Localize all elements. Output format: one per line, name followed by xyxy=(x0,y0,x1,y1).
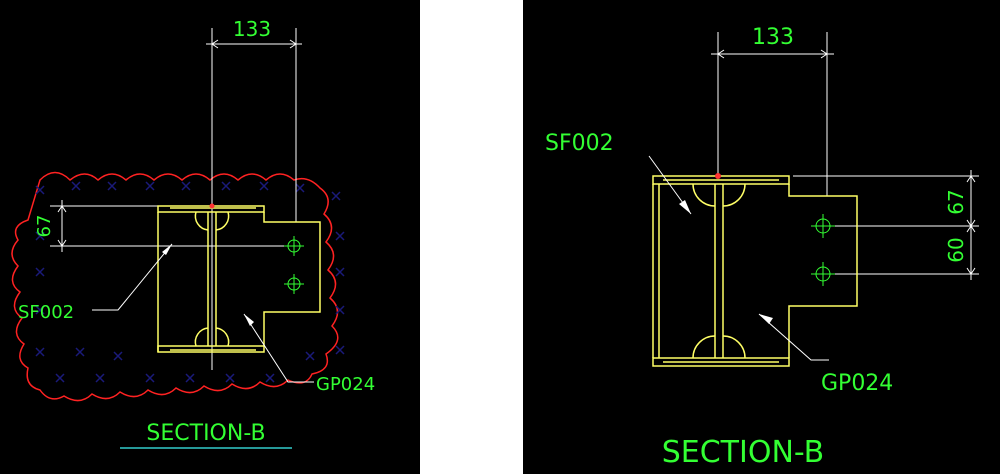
member-label: SF002 xyxy=(545,131,614,156)
leader-lines xyxy=(648,155,829,361)
bolt-marks xyxy=(284,236,304,294)
plate-label: GP024 xyxy=(821,371,893,396)
leader-arrow xyxy=(679,200,691,214)
left-drawing-canvas: 133 67 xyxy=(11,17,375,449)
cross-mark xyxy=(331,191,341,201)
plate-label: GP024 xyxy=(316,374,375,395)
revision-cloud xyxy=(11,171,339,402)
cross-mark xyxy=(335,267,345,277)
cross-mark xyxy=(35,185,45,195)
dimension-side-value: 67 xyxy=(34,215,55,238)
cross-mark xyxy=(335,345,345,355)
leader-arrow xyxy=(162,244,172,255)
dimension-side-upper-value: 67 xyxy=(944,189,968,214)
cross-mark xyxy=(335,231,345,241)
dimension-top-value: 133 xyxy=(233,17,271,41)
dimension-side xyxy=(50,200,300,252)
reference-point xyxy=(209,203,215,209)
dimension-top xyxy=(206,28,302,370)
steel-section xyxy=(157,205,321,353)
leader-arrow xyxy=(244,314,254,326)
dimension-top xyxy=(711,32,834,196)
cross-mark xyxy=(305,351,315,361)
dimension-side-lower-value: 60 xyxy=(944,237,968,262)
cross-mark xyxy=(259,181,269,191)
cross-mark xyxy=(145,181,155,191)
cross-mark xyxy=(35,305,45,315)
cross-mark xyxy=(221,181,231,191)
leader-arrow xyxy=(759,314,773,324)
cross-mark xyxy=(35,347,45,357)
left-section-view: 133 67 xyxy=(0,0,420,474)
leader-lines xyxy=(92,243,314,383)
member-label: SF002 xyxy=(18,302,74,323)
section-title: SECTION-B xyxy=(662,435,825,470)
cross-mark xyxy=(71,181,81,191)
right-drawing-canvas: 133 67 60 xyxy=(545,25,979,470)
cross-mark xyxy=(55,373,65,383)
reference-point xyxy=(715,173,721,179)
cross-mark xyxy=(35,231,45,241)
cross-mark xyxy=(107,181,117,191)
cross-mark xyxy=(265,373,275,383)
cross-mark xyxy=(181,181,191,191)
cross-mark xyxy=(225,373,235,383)
cross-mark xyxy=(113,351,123,361)
cross-mark xyxy=(295,183,305,193)
right-section-view: 133 67 60 xyxy=(523,0,1000,474)
steel-section xyxy=(652,175,858,367)
cross-marks xyxy=(35,181,345,383)
cross-mark xyxy=(185,373,195,383)
bolt-marks xyxy=(811,214,835,286)
cross-mark xyxy=(95,373,105,383)
dimension-top-value: 133 xyxy=(752,25,794,50)
cross-mark xyxy=(335,305,345,315)
dimension-side xyxy=(793,170,979,280)
section-title: SECTION-B xyxy=(146,421,265,446)
cross-mark xyxy=(75,347,85,357)
cross-mark xyxy=(145,373,155,383)
cross-mark xyxy=(35,267,45,277)
